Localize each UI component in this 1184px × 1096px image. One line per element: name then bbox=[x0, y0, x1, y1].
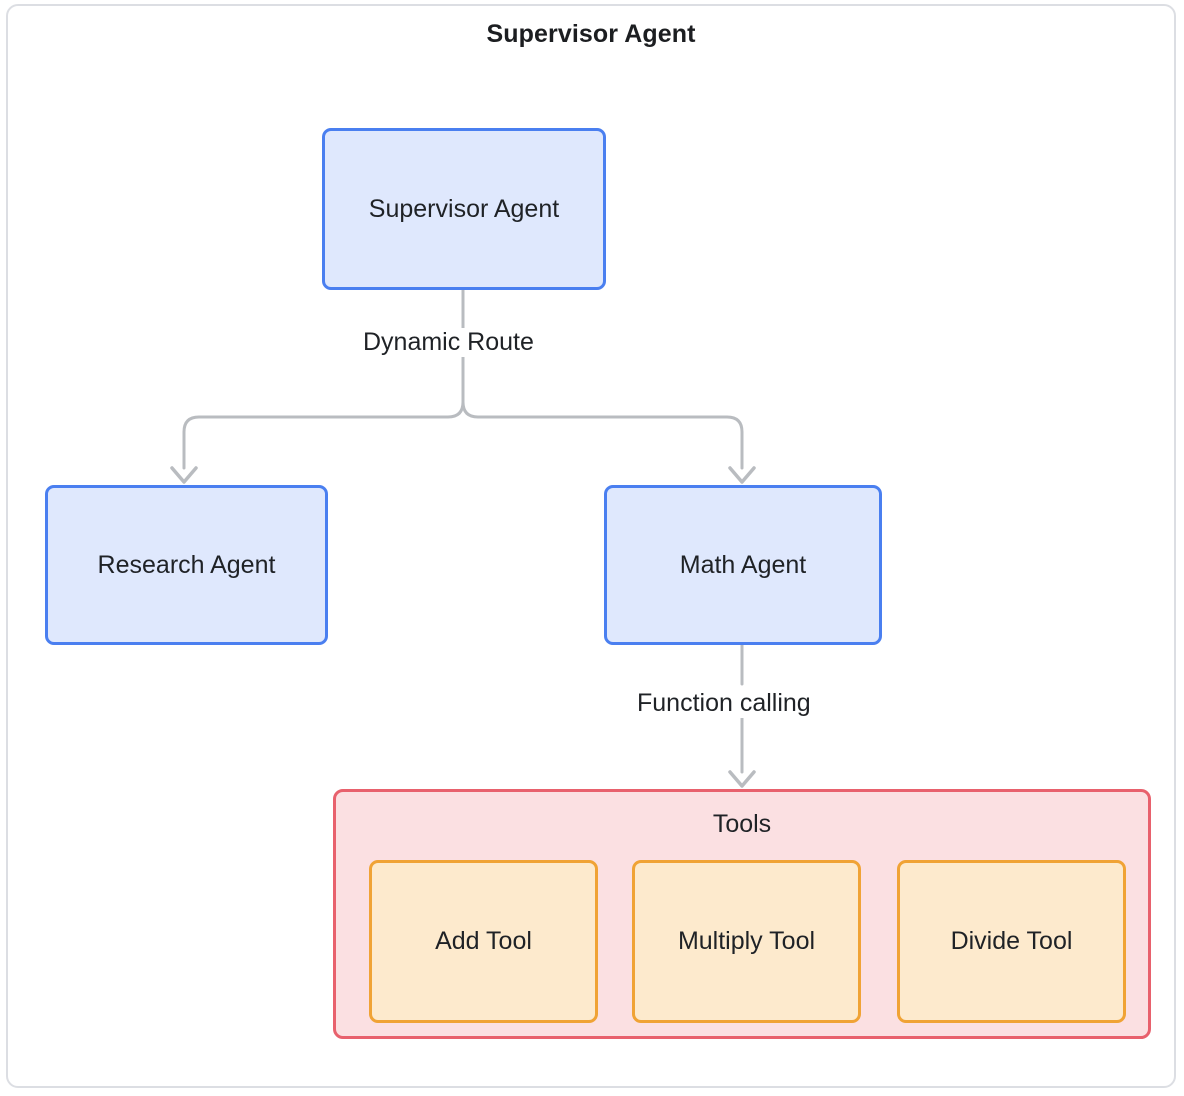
node-math-agent-label: Math Agent bbox=[679, 551, 807, 579]
arrowhead-to-research bbox=[170, 466, 198, 484]
arrowhead-to-math bbox=[728, 466, 756, 484]
edge-label-dynamic-route: Dynamic Route bbox=[360, 328, 537, 357]
edge-supervisor-to-math bbox=[461, 400, 744, 470]
node-multiply-tool[interactable]: Multiply Tool bbox=[632, 860, 861, 1023]
node-multiply-tool-label: Multiply Tool bbox=[677, 927, 816, 955]
node-add-tool-label: Add Tool bbox=[435, 927, 532, 955]
node-research-agent-label: Research Agent bbox=[97, 551, 276, 579]
node-divide-tool[interactable]: Divide Tool bbox=[897, 860, 1126, 1023]
node-supervisor-agent[interactable]: Supervisor Agent bbox=[322, 128, 606, 290]
edge-label-function-calling: Function calling bbox=[634, 689, 814, 718]
node-divide-tool-label: Divide Tool bbox=[950, 927, 1073, 955]
tools-group: Tools Add Tool Multiply Tool Divide Tool bbox=[333, 789, 1151, 1039]
edge-supervisor-to-research bbox=[182, 400, 465, 470]
diagram-frame: Supervisor Agent Supervisor Agent Resear… bbox=[6, 4, 1176, 1088]
tools-group-title: Tools bbox=[712, 810, 772, 838]
node-add-tool[interactable]: Add Tool bbox=[369, 860, 598, 1023]
node-math-agent[interactable]: Math Agent bbox=[604, 485, 882, 645]
node-research-agent[interactable]: Research Agent bbox=[45, 485, 328, 645]
diagram-title: Supervisor Agent bbox=[486, 20, 696, 48]
arrowhead-to-tools bbox=[728, 770, 756, 788]
node-supervisor-agent-label: Supervisor Agent bbox=[368, 195, 560, 223]
